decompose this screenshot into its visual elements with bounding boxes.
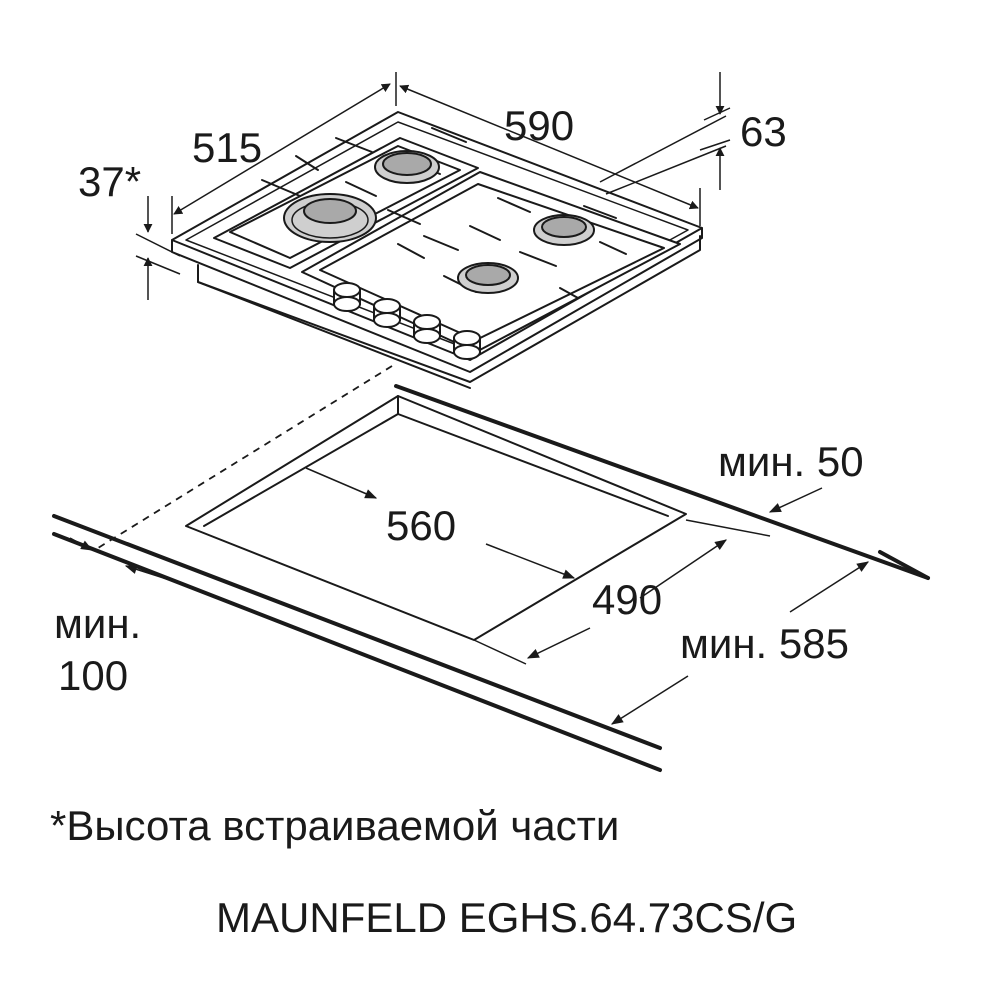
hob-body-lower-edge bbox=[197, 281, 471, 389]
knob-2 bbox=[373, 298, 401, 328]
worktop bbox=[52, 365, 930, 772]
hob-top-plate-front-edge bbox=[171, 227, 703, 373]
burner-front-right bbox=[457, 262, 519, 294]
worktop-front-edge-top bbox=[52, 514, 662, 750]
hob-dimensions bbox=[135, 72, 731, 300]
label-cutout-width: 560 bbox=[386, 502, 456, 549]
label-depth: 515 bbox=[192, 124, 262, 171]
footnote: *Высота встраиваемой части bbox=[50, 802, 619, 849]
worktop-back-edge-lower bbox=[878, 550, 930, 580]
label-min-front-line1: мин. bbox=[54, 600, 141, 647]
dim-line-total-height bbox=[599, 115, 727, 183]
hob-body-underside bbox=[197, 235, 701, 383]
cutout-inner bbox=[203, 395, 399, 527]
pan-support-grates bbox=[213, 127, 681, 353]
model-name: MAUNFELD EGHS.64.73CS/G bbox=[216, 894, 797, 941]
knob-3 bbox=[413, 314, 441, 344]
control-knobs bbox=[333, 282, 481, 360]
label-total-height: 63 bbox=[740, 108, 787, 155]
burner-front-left-large bbox=[283, 193, 377, 243]
label-built-in-height: 37* bbox=[78, 158, 141, 205]
label-min-counter-depth: мин. 585 bbox=[680, 620, 849, 667]
label-width: 590 bbox=[504, 102, 574, 149]
label-cutout-depth: 490 bbox=[592, 576, 662, 623]
label-min-front-line2: 100 bbox=[58, 652, 128, 699]
label-min-back: мин. 50 bbox=[718, 438, 864, 485]
worktop-back-edge bbox=[394, 384, 930, 580]
worktop-front-edge-bottom bbox=[52, 532, 662, 772]
burner-rear-left bbox=[374, 150, 440, 184]
knob-1 bbox=[333, 282, 361, 312]
dim-line-width bbox=[399, 84, 699, 210]
dim-line-depth bbox=[173, 83, 391, 215]
burner-rear-right bbox=[533, 214, 595, 246]
knob-4 bbox=[453, 330, 481, 360]
hob-projection-dashed bbox=[97, 365, 393, 549]
